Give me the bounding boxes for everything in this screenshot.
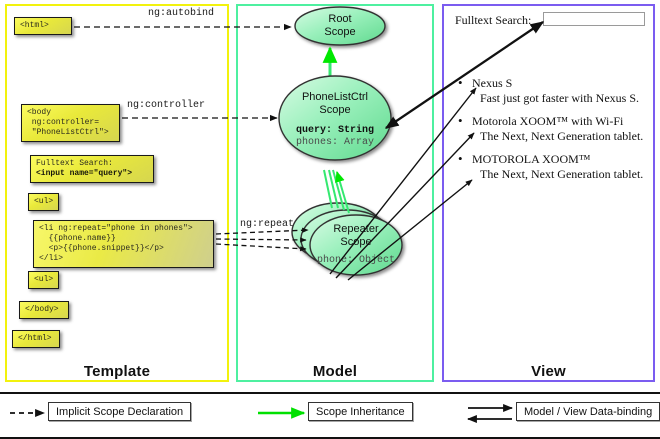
- search-input[interactable]: [543, 12, 645, 26]
- code-box-li-repeat: <li ng:repeat="phone in phones"> {{phone…: [33, 220, 214, 268]
- connector-label-controller: ng:controller: [127, 100, 206, 111]
- code-box-fulltext-search: Fulltext Search: <input name="query">: [30, 155, 154, 183]
- li-line-3: <p>{{phone.snippet}}</p>: [39, 244, 164, 253]
- legend-label-inheritance: Scope Inheritance: [308, 402, 413, 421]
- view-search-row: Fulltext Search:: [455, 12, 650, 32]
- column-label-view: View: [531, 363, 566, 380]
- legend: Implicit Scope Declaration Scope Inherit…: [0, 392, 660, 439]
- view-search-label: Fulltext Search:: [455, 13, 532, 27]
- phone-name: Nexus S: [458, 75, 650, 91]
- list-item: MOTOROLA XOOM™ The Next, Next Generation…: [458, 151, 650, 182]
- list-item: Motorola XOOM™ with Wi-Fi The Next, Next…: [458, 113, 650, 144]
- legend-label-databinding: Model / View Data-binding: [516, 402, 660, 421]
- column-model: [236, 4, 434, 382]
- li-line-2: {{phone.name}}: [39, 234, 116, 243]
- phone-snippet: The Next, Next Generation tablet.: [480, 129, 644, 143]
- column-label-model: Model: [312, 363, 358, 380]
- connector-label-repeat: ng:repeat: [240, 219, 295, 230]
- search-input-code: <input name="query">: [36, 169, 133, 178]
- code-box-html-open: <html>: [14, 17, 72, 35]
- view-content: Fulltext Search: Nexus S Fast just got f…: [450, 12, 650, 182]
- phone-name: MOTOROLA XOOM™: [458, 151, 650, 167]
- list-item: Nexus S Fast just got faster with Nexus …: [458, 75, 650, 106]
- phone-snippet: The Next, Next Generation tablet.: [480, 167, 644, 181]
- li-line-4: </li>: [39, 254, 64, 263]
- legend-label-implicit: Implicit Scope Declaration: [48, 402, 192, 421]
- phone-name: Motorola XOOM™ with Wi-Fi: [458, 113, 650, 129]
- code-box-body-close: </body>: [19, 301, 69, 319]
- search-label-text: Fulltext Search:: [36, 159, 113, 168]
- column-label-template: Template: [83, 363, 151, 380]
- phone-snippet: Fast just got faster with Nexus S.: [480, 91, 639, 105]
- li-line-1: <li ng:repeat="phone in phones">: [39, 224, 193, 233]
- code-box-ul-open: <ul>: [28, 193, 59, 211]
- code-box-ul-close: <ul>: [28, 271, 59, 289]
- code-box-html-close: </html>: [12, 330, 60, 348]
- connector-label-autobind: ng:autobind: [148, 8, 215, 19]
- code-box-body-open: <body ng:controller= "PhoneListCtrl">: [21, 104, 120, 142]
